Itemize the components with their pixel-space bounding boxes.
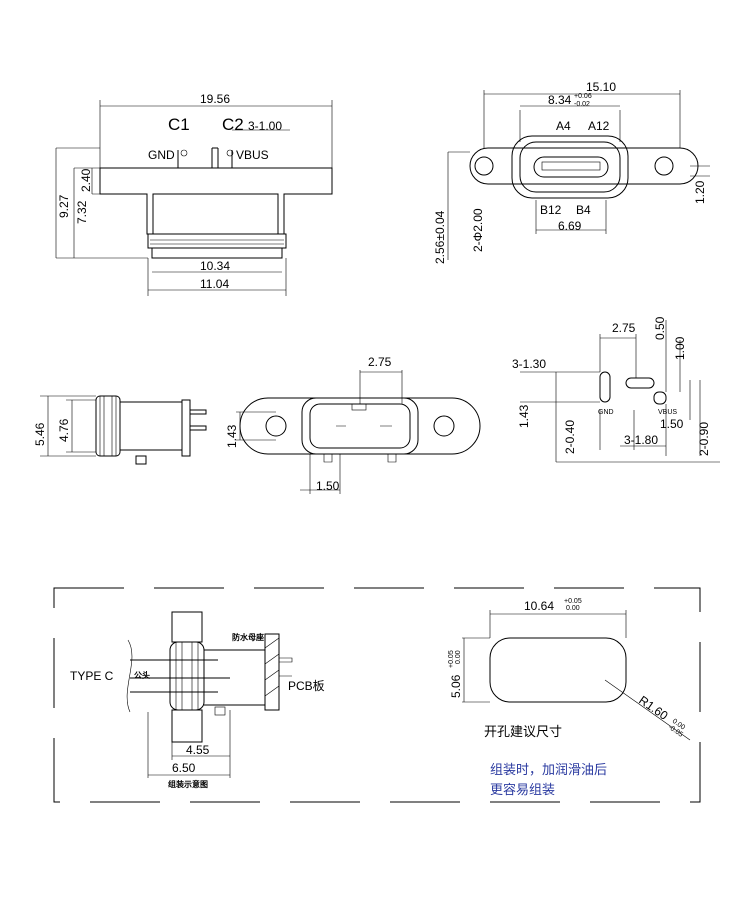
fp-pads-c: 2-0.90 bbox=[697, 422, 711, 456]
cutout-width-tol-upper: +0.05 bbox=[564, 598, 582, 605]
dim-inner: 6.69 bbox=[558, 219, 582, 233]
dim-height-body: 7.32 bbox=[75, 200, 89, 224]
dim-port-width: 8.34 bbox=[548, 93, 572, 107]
dim-port-height: 2.56±0.04 bbox=[433, 210, 447, 264]
front-view: 2.75 1.43 1.50 bbox=[225, 355, 481, 494]
fp-hole-count: 3-1.30 bbox=[512, 357, 546, 371]
assembly-caption: 组装示意图 bbox=[168, 779, 208, 789]
dim-pitch: 2.75 bbox=[368, 355, 392, 369]
label-gnd: GND bbox=[148, 148, 175, 162]
dashed-frame bbox=[53, 587, 701, 803]
assembly-note-line-2: 更容易组装 bbox=[490, 782, 555, 798]
label-pcb: PCB板 bbox=[288, 679, 325, 693]
label-vbus: VBUS bbox=[236, 148, 269, 162]
cutout-width-tol-lower: 0.00 bbox=[566, 605, 580, 612]
fp-pads-a: 2-0.40 bbox=[563, 420, 577, 454]
dim-port-tol-upper: +0.06 bbox=[574, 93, 592, 100]
fp-vbus: VBUS bbox=[658, 409, 677, 416]
pin-a4: A4 bbox=[556, 119, 571, 133]
top-right-view: 15.10 8.34 +0.06 -0.02 A4 A12 B12 B4 6.6… bbox=[433, 80, 710, 264]
pin-b4: B4 bbox=[576, 203, 591, 217]
fp-height: 1.43 bbox=[517, 404, 531, 428]
cutout-height-tol-lower: 0.00 bbox=[455, 650, 462, 664]
dim-overall: 15.10 bbox=[586, 80, 616, 94]
dim-outer-width: 11.04 bbox=[200, 277, 229, 291]
dim-hole-dia: 2-Φ2.00 bbox=[471, 208, 485, 252]
pin-b12: B12 bbox=[540, 203, 562, 217]
dim-pin-width: 3-1.00 bbox=[248, 119, 282, 133]
fp-gnd: GND bbox=[598, 409, 614, 416]
cutout-height-tol-upper: +0.05 bbox=[448, 650, 455, 668]
dim-offset: 1.50 bbox=[316, 479, 340, 493]
dim-height-1: 5.46 bbox=[33, 422, 47, 446]
dim-height-2: 4.76 bbox=[57, 418, 71, 442]
top-left-view: 19.56 C1 C2 3-1.00 GND VBUS 9.27 7.32 2.… bbox=[55, 92, 333, 296]
fp-pads-b: 3-1.80 bbox=[624, 433, 658, 447]
label-type-c: TYPE C bbox=[70, 669, 114, 683]
cutout-caption: 开孔建议尺寸 bbox=[484, 725, 562, 740]
cutout-height: 5.06 bbox=[449, 674, 463, 698]
dim-offset: 1.20 bbox=[693, 180, 707, 204]
dim-height-total: 9.27 bbox=[57, 194, 71, 218]
label-c1: C1 bbox=[168, 115, 190, 134]
side-view: 5.46 4.76 bbox=[33, 395, 207, 465]
label-male-plug: 公头 bbox=[134, 670, 150, 680]
cutout-width: 10.64 bbox=[524, 599, 554, 613]
fp-slot-length: 1.00 bbox=[673, 336, 687, 360]
dim-4-55: 4.55 bbox=[186, 743, 210, 757]
fp-pitch: 2.75 bbox=[612, 321, 636, 335]
pin-a12: A12 bbox=[588, 119, 610, 133]
dim-width-overall: 19.56 bbox=[200, 92, 230, 106]
fp-offset: 1.50 bbox=[660, 417, 684, 431]
fp-slot-width: 0.50 bbox=[653, 316, 667, 340]
assembly-view: TYPE C 公头 防水母座 PCB板 4.55 6.50 组装示意图 bbox=[70, 611, 325, 789]
cutout-radius: R1.60 bbox=[636, 693, 671, 723]
assembly-note-line-1: 组装时，加润滑油后 bbox=[490, 763, 607, 778]
dim-flange-thickness: 2.40 bbox=[79, 168, 93, 192]
dim-height: 1.43 bbox=[225, 424, 239, 448]
cutout-view: 10.64 +0.05 0.00 5.06 +0.05 0.00 R1.60 0… bbox=[448, 598, 691, 798]
dim-inner-width: 10.34 bbox=[200, 259, 230, 273]
dim-port-tol-lower: -0.02 bbox=[574, 101, 590, 108]
label-waterproof-socket: 防水母座 bbox=[232, 632, 264, 642]
dim-6-50: 6.50 bbox=[172, 761, 196, 775]
pcb-footprint-view: 2.75 0.50 1.00 3-1.30 1.43 GND VBUS 1.50… bbox=[512, 316, 720, 463]
label-c2: C2 bbox=[222, 115, 244, 134]
